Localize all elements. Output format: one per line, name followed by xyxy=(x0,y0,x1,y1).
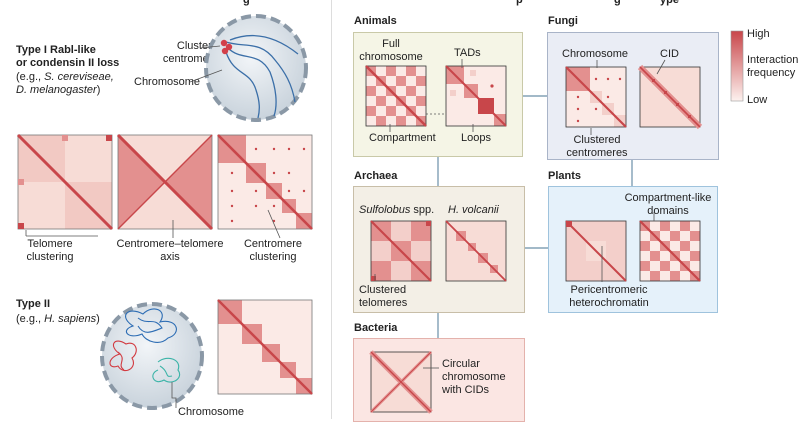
fungi-leaders xyxy=(590,59,666,135)
archaea-species2-label: H. volcanii xyxy=(448,204,499,216)
type2-example: (e.g., H. sapiens) xyxy=(16,313,100,325)
type1-example-line2: D. melanogaster) xyxy=(16,84,101,96)
type1-hic-map-telomere xyxy=(16,133,114,231)
animals-hic-tads xyxy=(445,65,507,127)
plants-leaders xyxy=(601,212,655,282)
animals-loops-label: Loops xyxy=(461,132,491,144)
archaea-title: Archaea xyxy=(354,170,398,182)
archaea-leaders xyxy=(374,274,376,281)
fungi-cid-label: CID xyxy=(660,48,679,60)
legend-low: Low xyxy=(747,94,768,106)
type1-chromosome-label: Chromosome xyxy=(134,76,201,88)
type1-title-line1: Type I Rabl-like xyxy=(16,44,96,56)
plants-hic-pericentromeric xyxy=(565,220,627,282)
type2-hic-map xyxy=(217,299,313,395)
archaea-hic-sulfolobus xyxy=(370,220,432,282)
type1-hic-map-centromere xyxy=(217,134,313,230)
type1-title-line2: or condensin II loss xyxy=(16,57,120,69)
plants-title: Plants xyxy=(548,170,582,182)
type2-title: Type II xyxy=(16,298,51,310)
header-fragment-right3: ype xyxy=(660,0,679,6)
animals-title: Animals xyxy=(354,15,397,27)
type2-nucleus xyxy=(100,302,204,410)
fungi-title: Fungi xyxy=(548,15,578,27)
bacteria-leaders xyxy=(423,367,439,369)
archaea-hic-hvolcanii xyxy=(445,220,507,282)
section-divider xyxy=(331,0,332,419)
header-fragment-right2: g xyxy=(614,0,621,6)
bacteria-title: Bacteria xyxy=(354,322,398,334)
type1-label-brackets xyxy=(25,209,281,239)
animals-hic-full xyxy=(365,65,427,127)
legend-high: High xyxy=(747,28,770,40)
animals-tads-label: TADs xyxy=(454,47,481,59)
animals-leaders xyxy=(389,59,474,132)
type1-nucleus xyxy=(189,14,308,122)
fungi-hic-cid xyxy=(637,64,703,130)
type2-chromosome-label: Chromosome xyxy=(178,406,245,418)
animals-compartment-label: Compartment xyxy=(369,132,436,144)
archaea-species1-label: Sulfolobus spp. xyxy=(359,204,435,216)
bacteria-hic-circular xyxy=(369,350,433,414)
legend-colorbar xyxy=(730,30,744,102)
fungi-chromosome-label: Chromosome xyxy=(562,48,629,60)
type1-hic-map-axis xyxy=(116,133,214,231)
header-fragment: g xyxy=(243,0,250,6)
type1-example: (e.g., S. cereviseae, xyxy=(16,71,114,83)
header-fragment-right: p xyxy=(516,0,523,6)
plants-hic-compartment xyxy=(639,220,701,282)
fungi-hic-chromosome xyxy=(565,66,627,128)
